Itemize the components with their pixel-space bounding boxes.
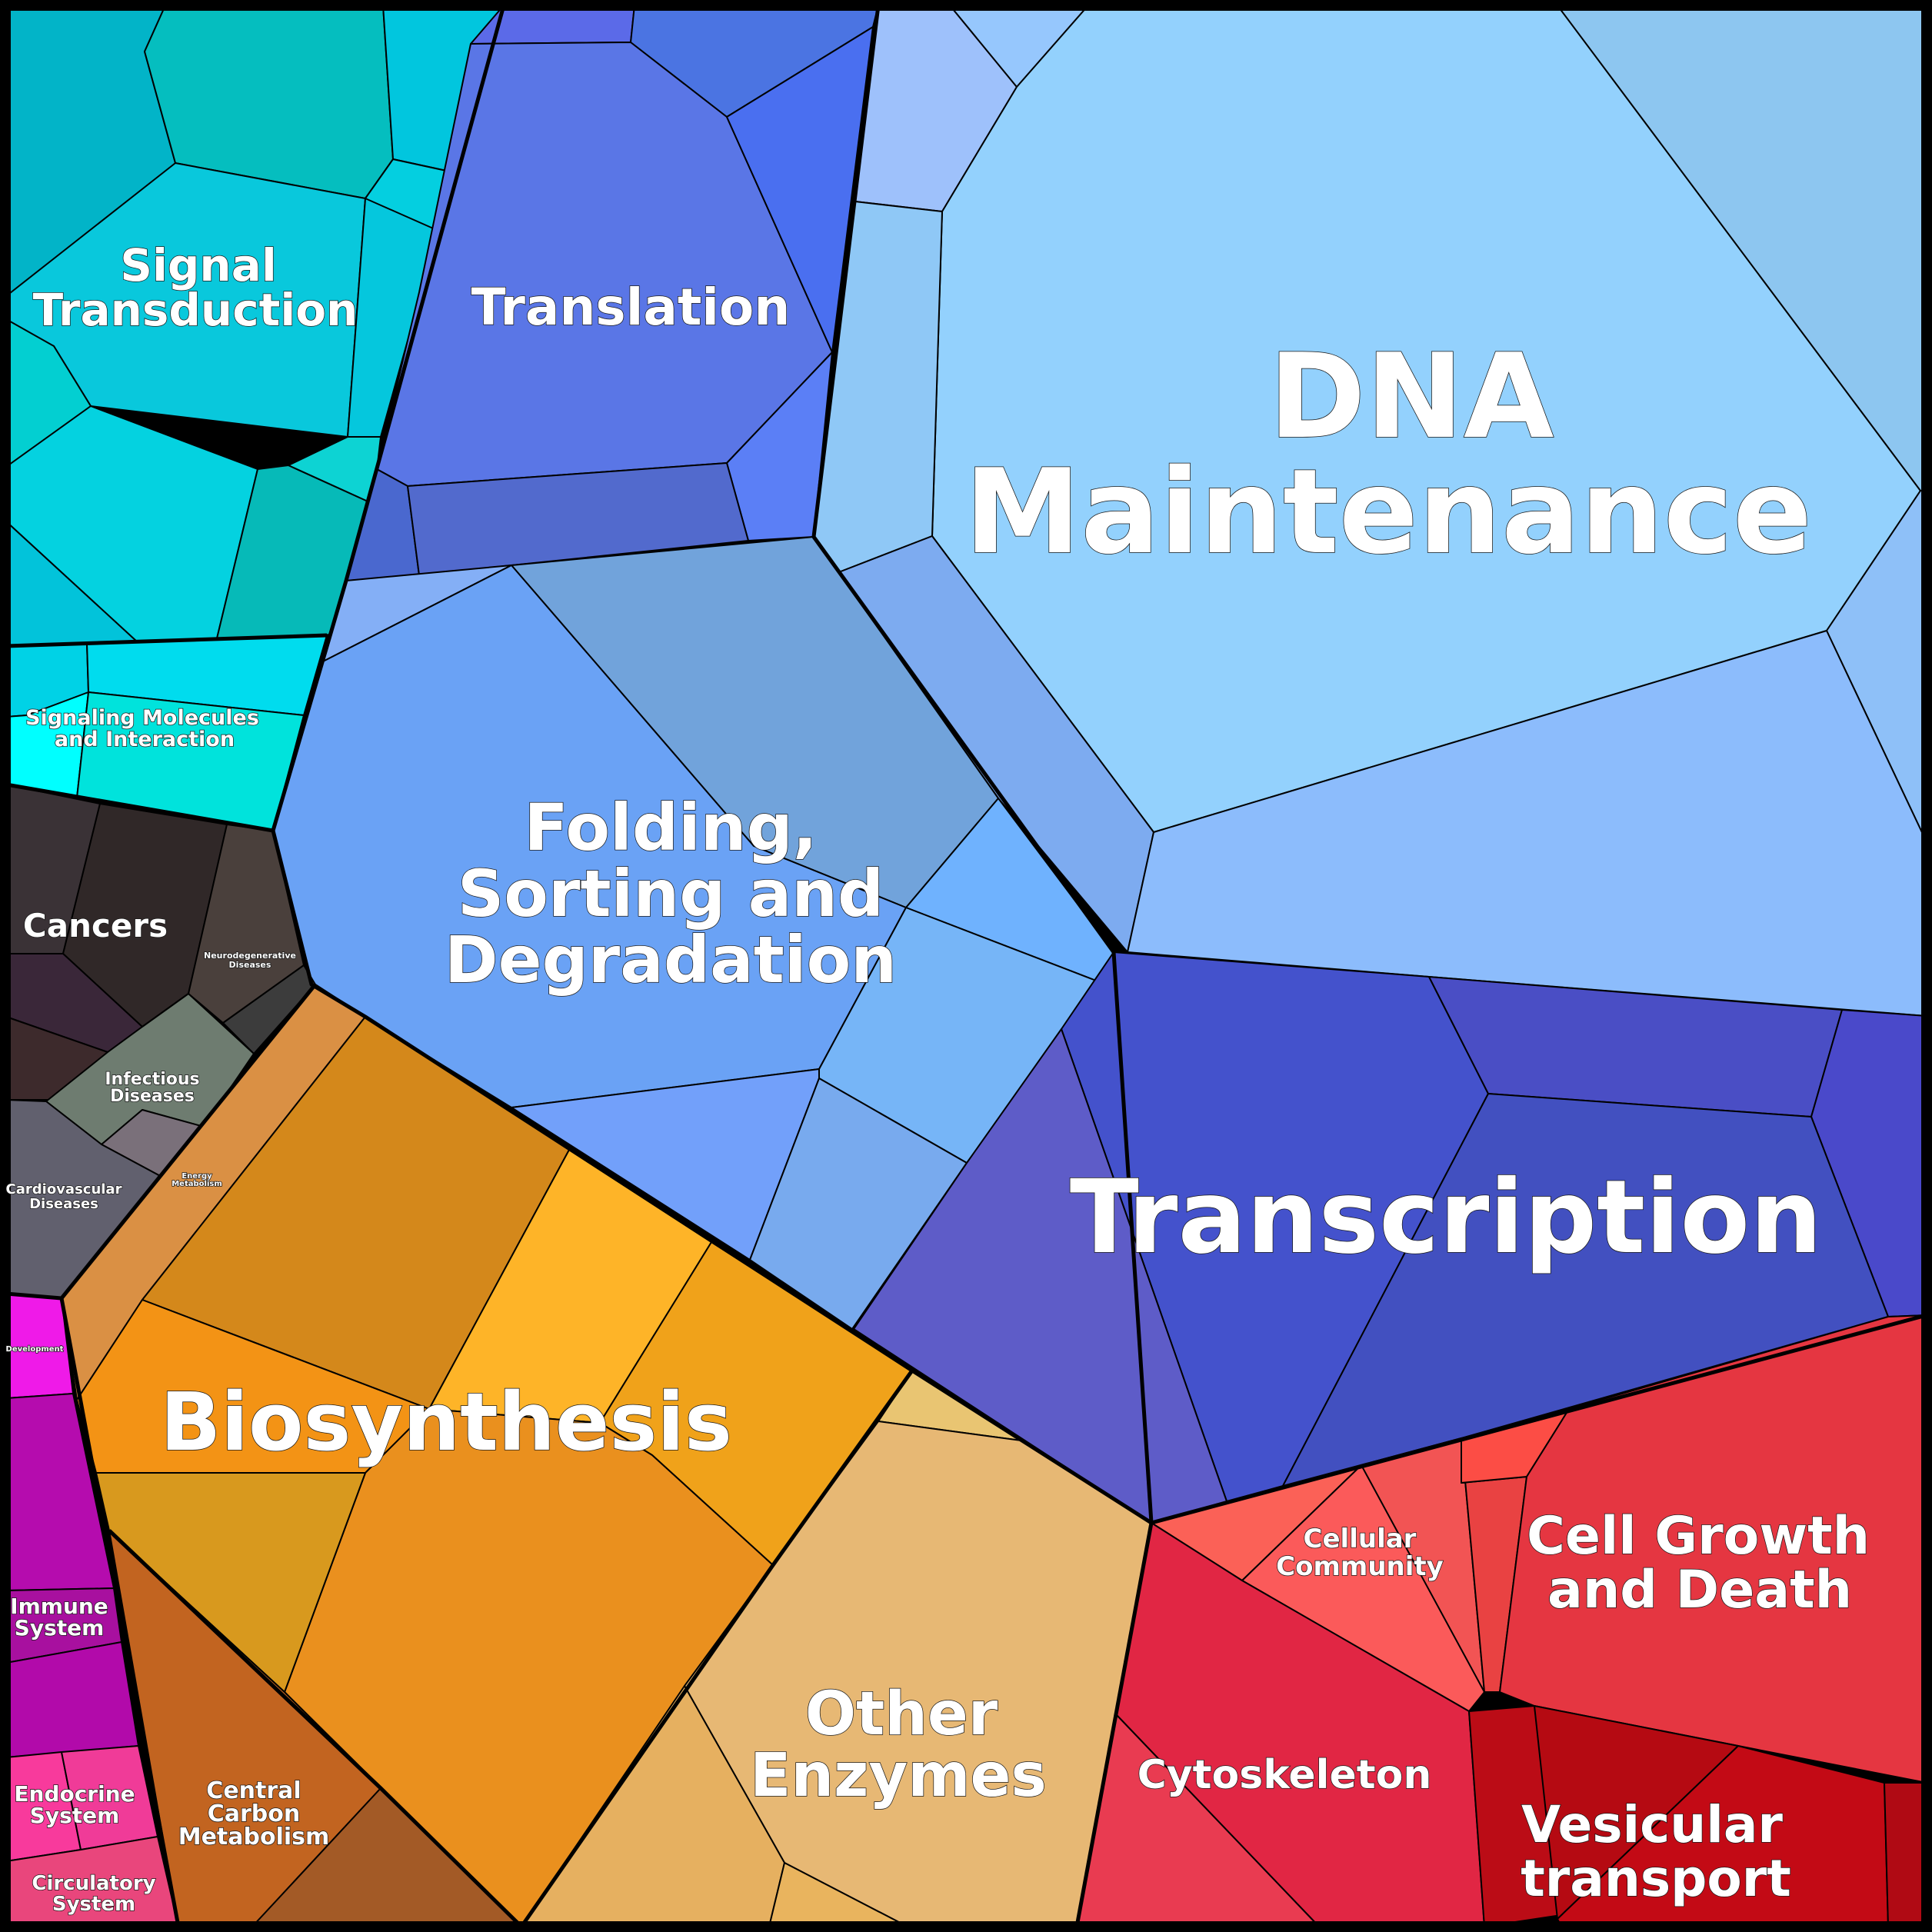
cells-dna-maintenance <box>813 5 1927 1017</box>
cells-translation <box>345 5 879 581</box>
cell-transl-7[interactable] <box>407 462 749 576</box>
cell-immune-3[interactable] <box>5 1641 139 1758</box>
label-transcription: Transcription <box>1070 1158 1822 1277</box>
cells-folding <box>272 536 1114 1330</box>
cells-signaling-molecules <box>5 635 328 831</box>
cells-cellular-processes <box>1076 1314 1927 1927</box>
label-biosynthesis: Biosynthesis <box>160 1375 732 1469</box>
cell-transc-4[interactable] <box>1282 1093 1889 1487</box>
label-translation: Translation <box>471 278 791 337</box>
cells-organismal <box>5 1293 179 1927</box>
cell-ves-4[interactable] <box>1884 1782 1927 1927</box>
cell-transl-4[interactable] <box>726 26 874 353</box>
cells-signal-transduction <box>5 5 505 647</box>
cell-fold-7[interactable] <box>749 1078 968 1330</box>
label-cytoskeleton: Cytoskeleton <box>1138 1752 1432 1798</box>
label-development: Development <box>6 1345 64 1354</box>
cells-diseases <box>5 784 366 1401</box>
category-boundaries <box>5 5 1927 1928</box>
cells-metabolism <box>76 1016 1152 1927</box>
label-cancers: Cancers <box>23 907 168 944</box>
cells-transcription <box>853 951 1927 1524</box>
